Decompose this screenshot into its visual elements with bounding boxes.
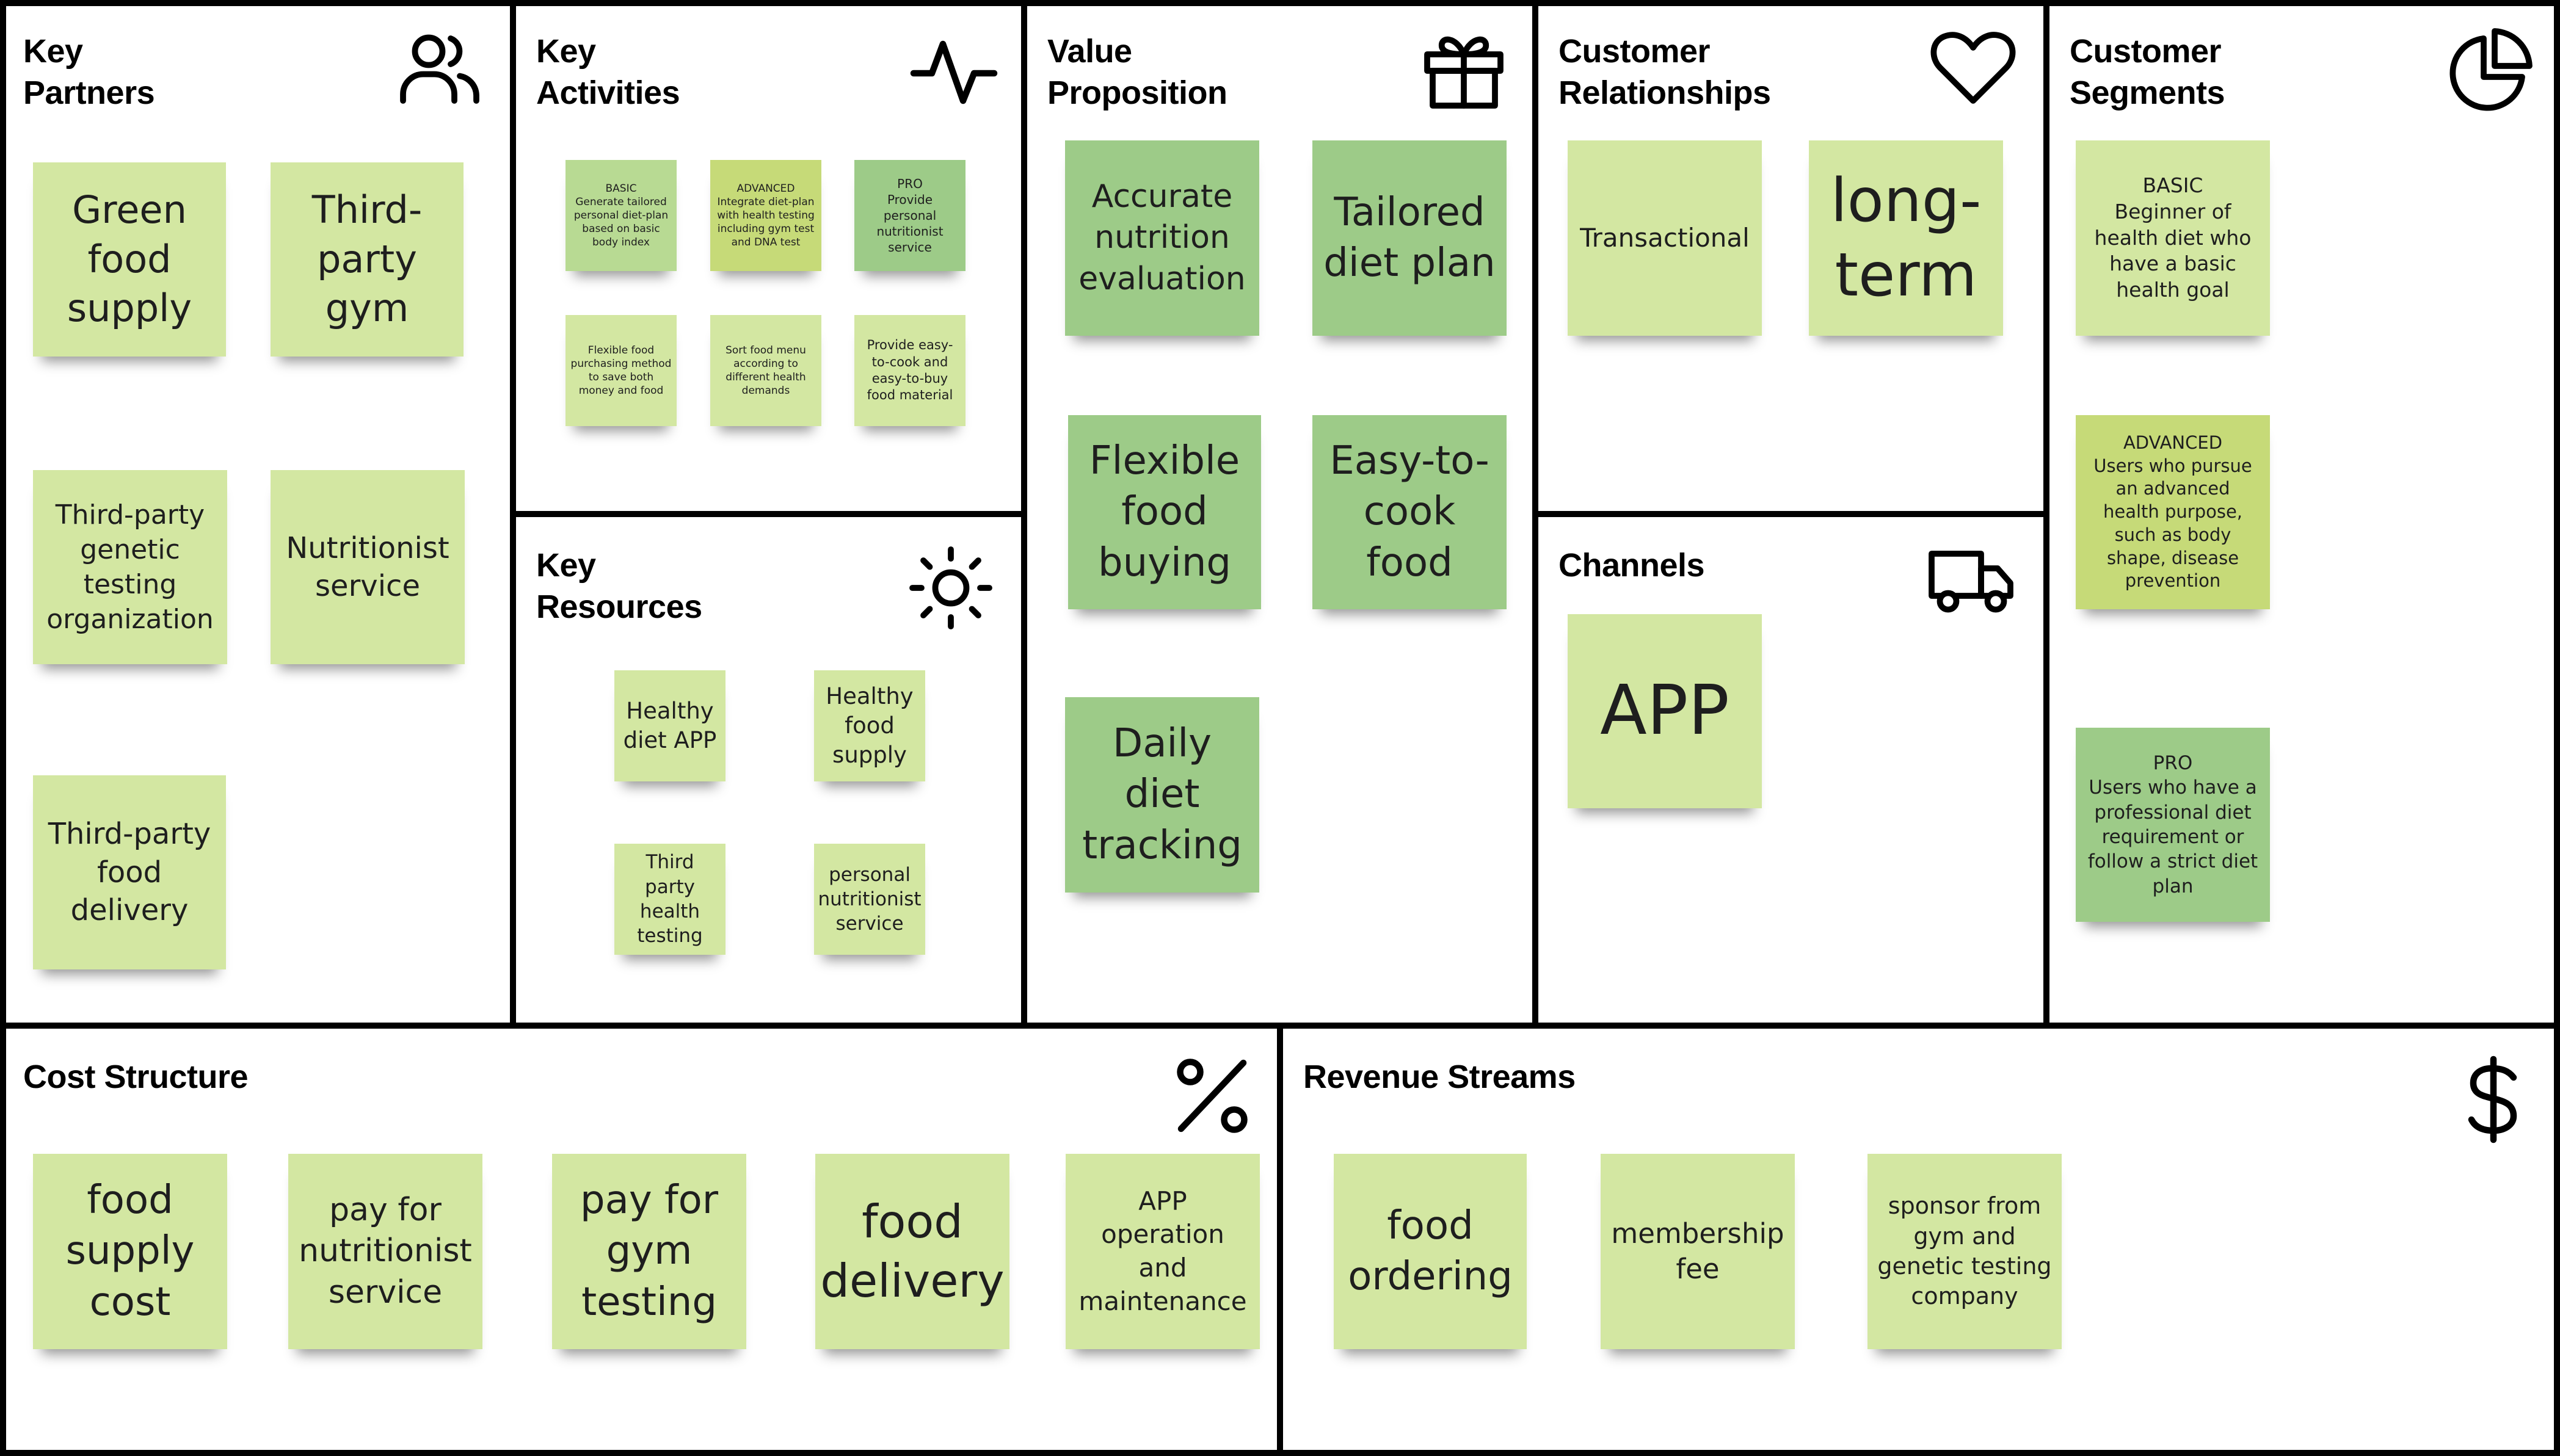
partner-note: Third-party gym xyxy=(271,162,464,357)
divider-vertical xyxy=(2043,0,2049,1026)
partner-note: Third-party food delivery xyxy=(33,775,226,969)
divider-vertical-bottom xyxy=(1277,1026,1283,1456)
cost-note: APP operation and maintenance xyxy=(1066,1154,1260,1349)
partner-note: Third-party genetic testing organization xyxy=(33,470,227,664)
activity-note: PRO Provide personal nutritionist servic… xyxy=(854,160,965,271)
pie-chart-icon xyxy=(2443,26,2535,117)
activity-note: Flexible food purchasing method to save … xyxy=(565,315,677,426)
segment-note: ADVANCED Users who pursue an advanced he… xyxy=(2076,415,2270,609)
cost-note: pay for nutritionist service xyxy=(288,1154,482,1349)
cost-note: pay for gym testing xyxy=(552,1154,746,1349)
border-left xyxy=(0,0,6,1456)
divider-relationships-channels xyxy=(1535,511,2046,517)
customer-segments-section: Customer Segments BASIC Beginner of heal… xyxy=(2046,0,2560,1026)
revenue-note: membership fee xyxy=(1601,1154,1795,1349)
border-top xyxy=(0,0,2560,6)
relationship-note: Transactional xyxy=(1568,140,1762,336)
divider-activities-resources xyxy=(513,511,1024,517)
sun-icon xyxy=(905,542,997,634)
key-resources-title: Key Resources xyxy=(536,547,702,625)
channels-section: Channels APP xyxy=(1535,514,2046,1026)
resource-note: Healthy diet APP xyxy=(614,670,725,781)
segment-note: BASIC Beginner of health diet who have a… xyxy=(2076,140,2270,336)
key-resources-section: Key Resources Healthy diet APP Healthy f… xyxy=(513,514,1024,1026)
divider-vertical xyxy=(1021,0,1027,1026)
resource-note: Healthy food supply xyxy=(814,670,925,781)
cost-note: food delivery xyxy=(815,1154,1009,1349)
resource-note: Third party health testing xyxy=(614,844,725,955)
activity-note: ADVANCED Integrate diet-plan with health… xyxy=(710,160,821,271)
border-right xyxy=(2554,0,2560,1456)
customer-relationships-title: Customer Relationships xyxy=(1558,33,1771,111)
relationship-note: long-term xyxy=(1809,140,2003,336)
value-note: Flexible food buying xyxy=(1068,415,1261,609)
value-note: Accurate nutrition evaluation xyxy=(1065,140,1259,336)
gift-icon xyxy=(1418,23,1510,115)
revenue-note: sponsor from gym and genetic testing com… xyxy=(1867,1154,2062,1349)
dollar-icon xyxy=(2448,1054,2539,1145)
key-activities-section: Key Activities BASIC Generate tailored p… xyxy=(513,0,1024,514)
value-proposition-title: Value Proposition xyxy=(1047,33,1227,111)
revenue-streams-title: Revenue Streams xyxy=(1303,1059,1576,1095)
channel-note: APP xyxy=(1568,614,1762,808)
users-icon xyxy=(394,26,485,117)
cost-note: food supply cost xyxy=(33,1154,227,1349)
resource-note: personal nutritionist service xyxy=(814,844,925,955)
customer-segments-title: Customer Segments xyxy=(2070,33,2225,111)
cost-structure-section: Cost Structure food supply cost pay for … xyxy=(0,1026,1280,1456)
truck-icon xyxy=(1926,534,2018,625)
value-note: Easy-to-cook food xyxy=(1312,415,1507,609)
activity-note: Sort food menu according to different he… xyxy=(710,315,821,426)
percent-icon xyxy=(1166,1050,1258,1142)
cost-structure-title: Cost Structure xyxy=(23,1059,249,1095)
activity-note: BASIC Generate tailored personal diet-pl… xyxy=(565,160,677,271)
value-note: Tailored diet plan xyxy=(1312,140,1507,336)
segment-note: PRO Users who have a professional diet r… xyxy=(2076,728,2270,922)
value-note: Daily diet tracking xyxy=(1065,697,1259,893)
key-activities-title: Key Activities xyxy=(536,33,680,111)
key-partners-title: Key Partners xyxy=(23,33,155,111)
customer-relationships-section: Customer Relationships Transactional lon… xyxy=(1535,0,2046,514)
partner-note: Nutritionist service xyxy=(271,470,465,664)
heart-icon xyxy=(1927,22,2019,114)
value-proposition-section: Value Proposition Accurate nutrition eva… xyxy=(1024,0,1535,1026)
activity-note: Provide easy-to-cook and easy-to-buy foo… xyxy=(854,315,965,426)
revenue-streams-section: Revenue Streams food ordering membership… xyxy=(1280,1026,2560,1456)
activity-icon xyxy=(908,26,1000,117)
channels-title: Channels xyxy=(1558,547,1705,584)
revenue-note: food ordering xyxy=(1334,1154,1527,1349)
key-partners-section: Key Partners Green food supply Third-par… xyxy=(0,0,513,1026)
partner-note: Green food supply xyxy=(33,162,226,357)
